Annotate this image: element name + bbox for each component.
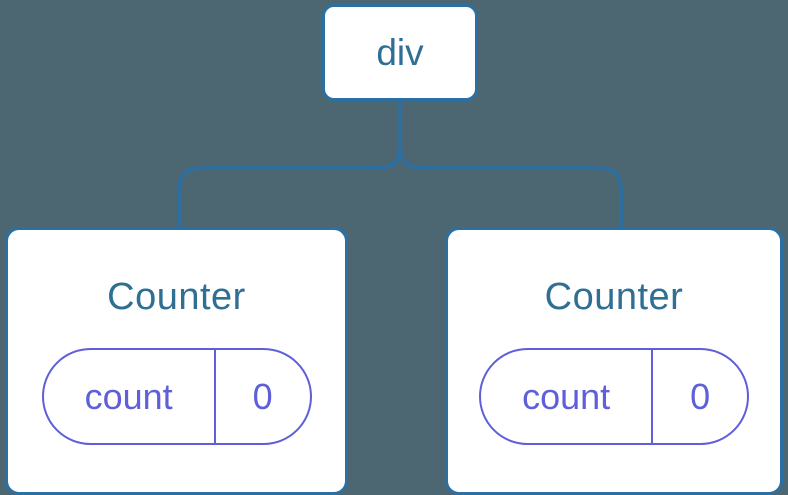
root-node-label: div	[376, 32, 424, 73]
root-node: div	[322, 4, 478, 101]
counter-card-right: Counter count 0	[445, 227, 783, 495]
state-key: count	[481, 350, 654, 443]
counter-card-left: Counter count 0	[5, 227, 348, 495]
state-key: count	[44, 350, 216, 443]
state-pill: count 0	[479, 348, 749, 445]
counter-title: Counter	[544, 276, 684, 318]
state-value: 0	[690, 375, 711, 417]
state-pill: count 0	[41, 348, 312, 445]
counter-title: Counter	[107, 276, 246, 318]
state-value: 0	[252, 375, 273, 417]
